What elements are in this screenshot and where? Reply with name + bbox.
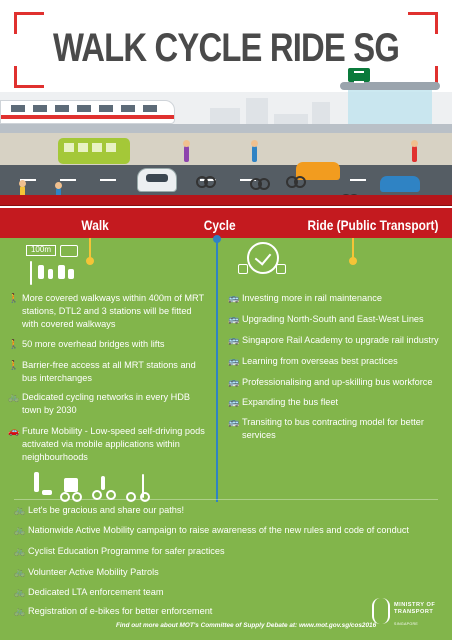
bicycle-icon: 🚲 xyxy=(14,606,26,616)
bus-icon: 🚌 xyxy=(228,397,240,407)
footpath-curb xyxy=(0,195,452,206)
list-item: 🚶 More covered walkways within 400m of M… xyxy=(8,293,204,329)
mrt-viaduct xyxy=(0,124,452,133)
ministry-logo: MINISTRY OF TRANSPORT SINGAPORE xyxy=(370,596,440,632)
ride-pictogram xyxy=(238,242,288,278)
cyclist-figure xyxy=(286,176,306,188)
bicycle-icon: 🚲 xyxy=(14,546,26,556)
mobility-scooter-icon xyxy=(60,472,84,502)
list-item: 🚶 Barrier-free access at all MRT station… xyxy=(8,360,196,383)
ministry-emblem-icon xyxy=(372,598,390,624)
walk-connector xyxy=(89,238,91,260)
page-title: WALK CYCLE RIDE SG xyxy=(52,26,400,70)
mode-bar xyxy=(0,208,452,238)
curb-edge xyxy=(0,205,452,206)
mode-cycle-label: Cycle xyxy=(203,217,236,233)
pedestrian-icon: 🚶 xyxy=(8,360,20,370)
pedestrian-icon: 🚶 xyxy=(8,339,20,349)
cyclist-figure xyxy=(250,178,270,190)
bus-icon: 🚌 xyxy=(228,417,240,427)
mobility-pictograms xyxy=(30,468,160,502)
pedestrian-figure xyxy=(411,140,418,162)
bus-icon: 🚌 xyxy=(228,356,240,366)
list-item: 🚌 Upgrading North-South and East-West Li… xyxy=(228,314,424,324)
content-panel xyxy=(0,238,452,640)
bicycle-icon: 🚲 xyxy=(14,587,26,597)
mode-walk-label: Walk xyxy=(81,217,109,233)
bus-icon xyxy=(276,264,286,274)
list-item: 🚲 Cyclist Education Programme for safer … xyxy=(14,546,225,556)
list-item: 🚲 Registration of e-bikes for better enf… xyxy=(14,606,213,616)
distance-sign: 100m xyxy=(26,245,56,256)
mrt-train xyxy=(0,100,175,124)
cyclist-figure xyxy=(196,176,216,188)
logo-line1: MINISTRY OF xyxy=(394,602,436,608)
walk-connector-dot xyxy=(86,257,94,265)
bus-icon: 🚌 xyxy=(228,377,240,387)
ministry-country: SINGAPORE xyxy=(394,622,419,626)
header: WALK CYCLE RIDE SG xyxy=(0,0,452,206)
bicycle-icon: 🚲 xyxy=(14,567,26,577)
bicycle-icon: 🚲 xyxy=(8,392,20,402)
ride-connector-dot xyxy=(349,257,357,265)
pedestrian-figure xyxy=(183,140,190,162)
list-item: 🚌 Learning from overseas best practices xyxy=(228,356,398,366)
list-item: 🚲 Dedicated LTA enforcement team xyxy=(14,587,164,597)
mrt-logo-icon xyxy=(348,68,370,83)
self-driving-pod xyxy=(137,168,177,192)
mrt-logo-icon xyxy=(60,245,78,257)
footer-note: Find out more about MOT's Committee of S… xyxy=(116,622,377,629)
mode-ride-label: Ride (Public Transport) xyxy=(307,217,439,233)
bicycle-icon xyxy=(92,472,116,502)
mrt-station xyxy=(340,70,440,130)
ministry-name: MINISTRY OF TRANSPORT xyxy=(394,602,435,615)
bus-icon: 🚌 xyxy=(228,314,240,324)
cycle-connector-dot xyxy=(213,235,221,243)
list-item: 🚌 Transiting to bus contracting model fo… xyxy=(228,417,424,440)
road xyxy=(0,165,452,195)
frame-corner xyxy=(14,12,44,34)
list-item: 🚌 Investing more in rail maintenance xyxy=(228,293,382,303)
cycle-connector xyxy=(216,238,218,502)
bicycle-icon: 🚲 xyxy=(14,525,26,535)
section-divider xyxy=(14,499,438,500)
cycle-arrows-icon xyxy=(247,242,279,274)
taxi-car xyxy=(296,162,340,180)
ride-connector xyxy=(352,238,354,260)
list-item: 🚲 Let's be gracious and share our paths! xyxy=(14,505,184,515)
pedestrian-figure xyxy=(251,140,258,162)
list-item: 🚲 Dedicated cycling networks in every HD… xyxy=(8,392,190,415)
bus-illustration xyxy=(58,138,130,164)
train-icon xyxy=(238,264,248,274)
pedestrian-icon: 🚶 xyxy=(8,293,20,303)
list-item: 🚌 Professionalising and up-skilling bus … xyxy=(228,377,433,387)
list-item: 🚶 50 more overhead bridges with lifts xyxy=(8,339,165,349)
list-item: 🚗 Future Mobility - Low-speed self-drivi… xyxy=(8,426,205,462)
list-item: 🚲 Nationwide Active Mobility campaign to… xyxy=(14,525,409,535)
walking-dog-icon xyxy=(30,472,54,502)
bus-icon: 🚌 xyxy=(228,335,240,345)
blue-car xyxy=(380,176,420,192)
list-item: 🚌 Expanding the bus fleet xyxy=(228,397,339,407)
walk-pictogram: 100m xyxy=(22,245,78,285)
pedestrian-figure xyxy=(19,180,26,202)
pod-vehicle-icon: 🚗 xyxy=(8,426,20,436)
frame-corner xyxy=(408,12,438,34)
frame-corner xyxy=(14,66,44,88)
list-item: 🚌 Singapore Rail Academy to upgrade rail… xyxy=(228,335,439,345)
bus-icon: 🚌 xyxy=(228,293,240,303)
kick-scooter-icon xyxy=(126,472,150,502)
bicycle-icon: 🚲 xyxy=(14,505,26,515)
list-item: 🚲 Volunteer Active Mobility Patrols xyxy=(14,567,159,577)
logo-line2: TRANSPORT xyxy=(394,608,434,615)
